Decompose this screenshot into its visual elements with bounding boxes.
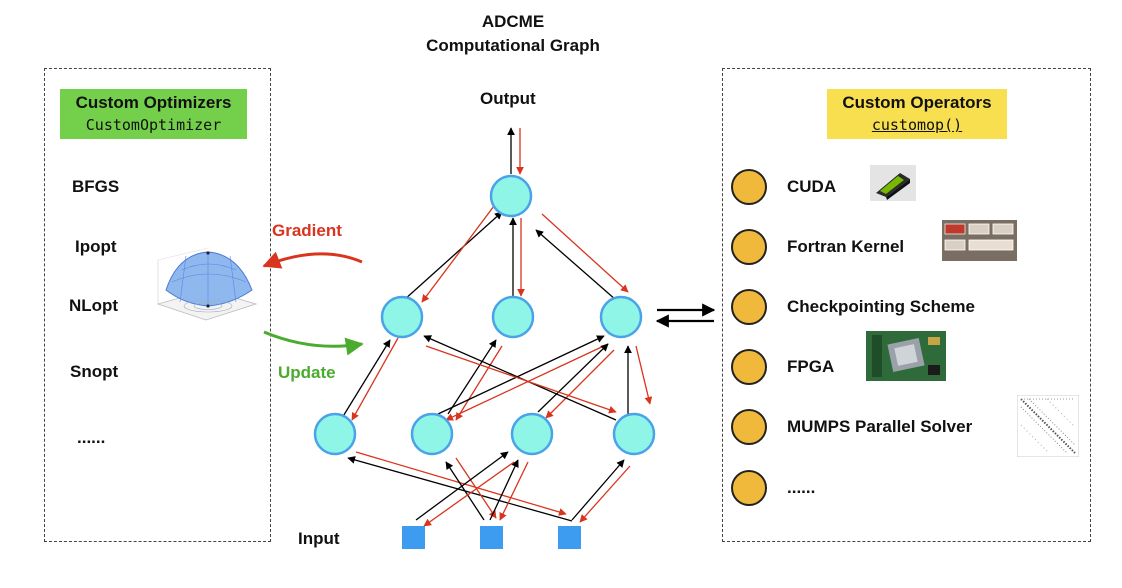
input-node bbox=[558, 526, 581, 549]
forward-edge bbox=[445, 461, 485, 521]
backward-edge bbox=[351, 337, 399, 421]
hidden-node bbox=[380, 295, 424, 339]
backward-edge bbox=[541, 213, 629, 293]
update-arrow bbox=[263, 330, 364, 356]
forward-edge bbox=[447, 339, 497, 415]
backward-edge bbox=[455, 345, 503, 421]
operator-checkpointing: Checkpointing Scheme bbox=[731, 287, 975, 327]
gradient-label: Gradient bbox=[272, 221, 342, 240]
title-line-1: ADCME bbox=[481, 12, 545, 31]
optimizers-header-code: CustomOptimizer bbox=[85, 116, 222, 134]
forward-edge bbox=[437, 335, 605, 415]
optimizer-bfgs: BFGS bbox=[72, 177, 120, 196]
operators-header-code: customop() bbox=[871, 116, 963, 134]
operator-label: FPGA bbox=[787, 357, 835, 376]
backward-edge bbox=[635, 345, 653, 405]
input-node bbox=[480, 526, 503, 549]
forward-edge bbox=[415, 451, 509, 521]
update-label: Update bbox=[278, 363, 336, 382]
forward-edge bbox=[347, 456, 573, 522]
forward-edge bbox=[341, 339, 391, 419]
optimizer-nlopt: NLopt bbox=[69, 296, 119, 315]
operator-label: MUMPS Parallel Solver bbox=[787, 417, 973, 436]
operator-dot bbox=[731, 169, 767, 205]
forward-edge bbox=[537, 343, 609, 413]
optimizer-more: ...... bbox=[77, 428, 106, 447]
title-line-2: Computational Graph bbox=[426, 36, 600, 55]
operator-dot bbox=[731, 289, 767, 325]
output-node bbox=[489, 174, 533, 218]
hidden-node bbox=[491, 295, 535, 339]
optimization-surface-thumbnail bbox=[156, 247, 258, 321]
backward-edge bbox=[579, 465, 631, 523]
backward-edge bbox=[421, 205, 495, 303]
operator-more: ...... bbox=[731, 468, 815, 508]
operator-dot bbox=[731, 470, 767, 506]
operator-cuda: CUDA bbox=[731, 167, 836, 207]
backward-edge bbox=[455, 457, 497, 519]
backward-edge bbox=[355, 451, 567, 516]
optimizers-header-title: Custom Optimizers bbox=[75, 93, 232, 112]
forward-edge bbox=[571, 459, 625, 521]
operator-dot bbox=[731, 229, 767, 265]
optimizers-panel bbox=[44, 68, 271, 542]
gradient-arrow bbox=[262, 251, 363, 269]
operator-fortran-kernel: Fortran Kernel bbox=[731, 227, 904, 267]
hidden-node bbox=[599, 295, 643, 339]
sparse-matrix-thumbnail bbox=[1017, 395, 1079, 457]
operators-panel bbox=[722, 68, 1091, 542]
hidden-node bbox=[612, 412, 656, 456]
gpu-card-thumbnail bbox=[870, 165, 916, 201]
output-label: Output bbox=[480, 89, 536, 108]
forward-edge bbox=[535, 229, 617, 301]
backward-edge bbox=[425, 345, 617, 414]
optimizer-snopt: Snopt bbox=[70, 362, 119, 381]
operator-label: Fortran Kernel bbox=[787, 237, 905, 256]
hidden-node bbox=[410, 412, 454, 456]
forward-edge bbox=[489, 459, 519, 521]
operator-mumps: MUMPS Parallel Solver bbox=[731, 407, 972, 447]
fortran-kernel-thumbnail bbox=[942, 220, 1017, 261]
operators-header-title: Custom Operators bbox=[842, 93, 992, 112]
optimizer-ipopt: Ipopt bbox=[75, 237, 117, 256]
input-label: Input bbox=[298, 529, 340, 548]
input-node bbox=[402, 526, 425, 549]
operator-label: CUDA bbox=[787, 177, 837, 196]
operator-dot bbox=[731, 349, 767, 385]
operators-header: Custom Operators customop() bbox=[827, 89, 1007, 139]
hidden-node bbox=[313, 412, 357, 456]
hidden-node bbox=[510, 412, 554, 456]
forward-edge bbox=[403, 211, 503, 301]
backward-edge bbox=[499, 461, 529, 521]
operator-label: ...... bbox=[787, 478, 816, 497]
backward-edge bbox=[545, 349, 615, 419]
backward-edge bbox=[445, 343, 609, 421]
backward-edge bbox=[423, 461, 515, 527]
operator-label: Checkpointing Scheme bbox=[787, 297, 975, 316]
fpga-board-thumbnail bbox=[866, 331, 946, 381]
optimizers-header: Custom Optimizers CustomOptimizer bbox=[60, 89, 247, 139]
operator-dot bbox=[731, 409, 767, 445]
operator-fpga: FPGA bbox=[731, 347, 834, 387]
